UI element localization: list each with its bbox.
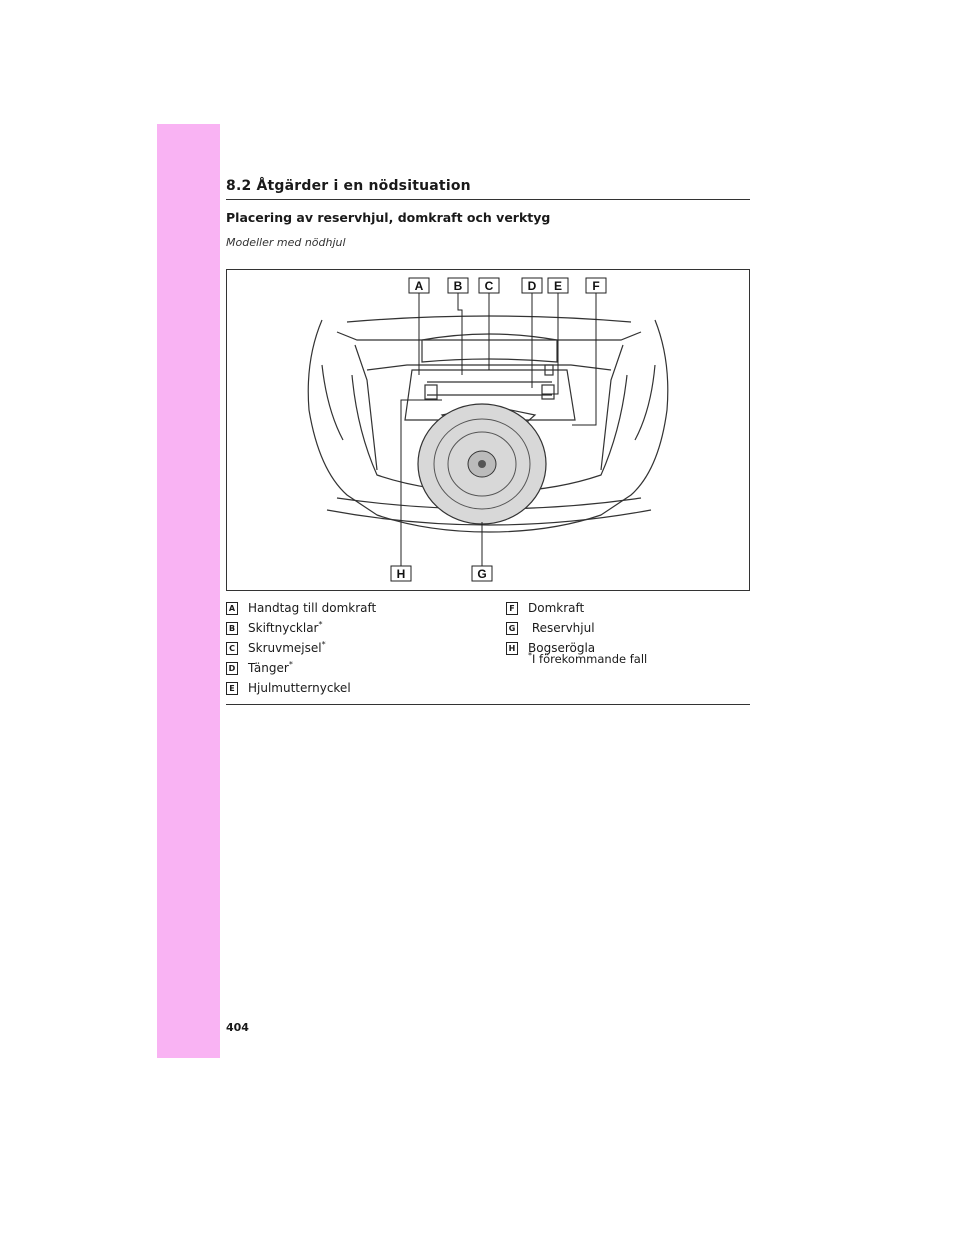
- legend-item: B Skiftnycklar*: [226, 620, 476, 640]
- legend-item: D Tänger*: [226, 660, 476, 680]
- spare-wheel: [417, 403, 547, 525]
- car-body-outline: [307, 319, 669, 533]
- footnote-marker: *: [288, 660, 293, 669]
- callout-b-label: B: [454, 279, 463, 293]
- legend-item: F Domkraft: [506, 600, 756, 620]
- page-subtitle: Placering av reservhjul, domkraft och ve…: [226, 210, 551, 225]
- legend-item-text: Skiftnycklar: [248, 621, 319, 635]
- legend-item-text: Skruvmejsel: [248, 641, 322, 655]
- callout-e-label: E: [554, 279, 562, 293]
- legend-item: E Hjulmutternyckel: [226, 680, 476, 700]
- footnote-marker: *: [321, 640, 326, 649]
- variant-label: Modeller med nödhjul: [226, 236, 346, 249]
- legend-item-text: Hjulmutternyckel: [248, 681, 351, 695]
- callout-d: [521, 277, 543, 294]
- trunk-drawing: A B C D E F G H: [307, 277, 669, 582]
- footnote: *I förekommande fall: [528, 651, 756, 666]
- footnote-star: *: [528, 651, 532, 660]
- legend-item: A Handtag till domkraft: [226, 600, 476, 620]
- callout-b: [447, 277, 469, 294]
- legend-item: H Bogserögla: [506, 640, 756, 660]
- legend-key-badge: G: [506, 622, 518, 635]
- legend-key-badge: C: [226, 642, 238, 655]
- footnote-text: I förekommande fall: [532, 651, 648, 666]
- legend-column-left: A Handtag till domkraft B Skiftnycklar* …: [226, 600, 476, 700]
- callout-h-label: H: [397, 567, 406, 581]
- legend-key-badge: H: [506, 642, 518, 655]
- legend-item-text: Bogserögla: [528, 641, 596, 655]
- callout-a-label: A: [415, 279, 424, 293]
- trunk-illustration: A B C D E F G H: [226, 269, 750, 591]
- callout-f: [585, 277, 607, 294]
- legend-item-text: Tänger: [248, 661, 289, 675]
- page-number: 404: [226, 1021, 249, 1034]
- legend-key-badge: B: [226, 622, 238, 635]
- callout-a: [408, 277, 430, 294]
- section-header: 8.2 Åtgärder i en nödsituation: [226, 178, 471, 194]
- callout-c-label: C: [485, 279, 494, 293]
- legend-column-right: F Domkraft G Reservhjul H Bogserögla *I …: [506, 600, 756, 666]
- legend-item: G Reservhjul: [506, 620, 756, 640]
- legend-item-text: Domkraft: [528, 601, 585, 615]
- legend-key-badge: A: [226, 602, 238, 615]
- callout-c: [478, 277, 500, 294]
- section-bottom-rule: [226, 704, 750, 705]
- callout-e: [547, 277, 569, 294]
- legend-key-badge: D: [226, 662, 238, 675]
- legend-item-text: Handtag till domkraft: [248, 601, 377, 615]
- page-content: 8.2 Åtgärder i en nödsituation Placering…: [226, 0, 750, 1242]
- header-rule: [226, 199, 750, 200]
- callout-g-label: G: [477, 567, 486, 581]
- chapter-margin-tab: [157, 124, 220, 1058]
- legend-key-badge: E: [226, 682, 238, 695]
- tool-tray: [404, 369, 576, 421]
- legend-item: C Skruvmejsel*: [226, 640, 476, 660]
- callout-d-label: D: [528, 279, 537, 293]
- callout-f-label: F: [592, 279, 599, 293]
- legend-key-badge: F: [506, 602, 518, 615]
- legend-item-text: Reservhjul: [528, 621, 595, 635]
- footnote-marker: *: [318, 620, 323, 629]
